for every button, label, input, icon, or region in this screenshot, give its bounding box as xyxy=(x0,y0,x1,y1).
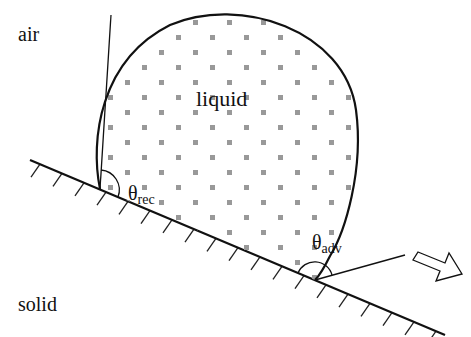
hatch-stroke xyxy=(273,266,282,279)
hatch-stroke xyxy=(119,201,128,214)
angle-label: θadv xyxy=(312,232,342,256)
hatch-stroke xyxy=(405,322,414,335)
hatch-stroke xyxy=(53,173,62,186)
angle-label: θrec xyxy=(128,183,155,207)
motion-arrow xyxy=(413,252,462,281)
hatch-stroke xyxy=(251,257,260,270)
hatch-stroke xyxy=(97,192,106,205)
droplet-outline xyxy=(97,14,358,280)
region-label: air xyxy=(18,24,39,44)
hatch-stroke xyxy=(361,303,370,316)
angle-arc xyxy=(101,170,119,197)
hatch-stroke xyxy=(383,313,392,326)
hatch-stroke xyxy=(427,331,436,337)
hatch-stroke xyxy=(229,248,238,261)
hatch-stroke xyxy=(31,164,40,177)
hatch-stroke xyxy=(295,276,304,289)
hatch-stroke xyxy=(317,285,326,298)
particles xyxy=(80,0,380,300)
tangent-line xyxy=(100,15,111,189)
region-label: solid xyxy=(18,294,57,314)
angle-arc xyxy=(298,262,332,275)
hatch-stroke xyxy=(163,220,172,233)
hatch-stroke xyxy=(75,183,84,196)
hatch-stroke xyxy=(141,211,150,224)
hatch-stroke xyxy=(339,294,348,307)
region-label: liquid xyxy=(196,88,247,110)
hatch-stroke xyxy=(185,229,194,242)
hatch-stroke xyxy=(207,238,216,251)
